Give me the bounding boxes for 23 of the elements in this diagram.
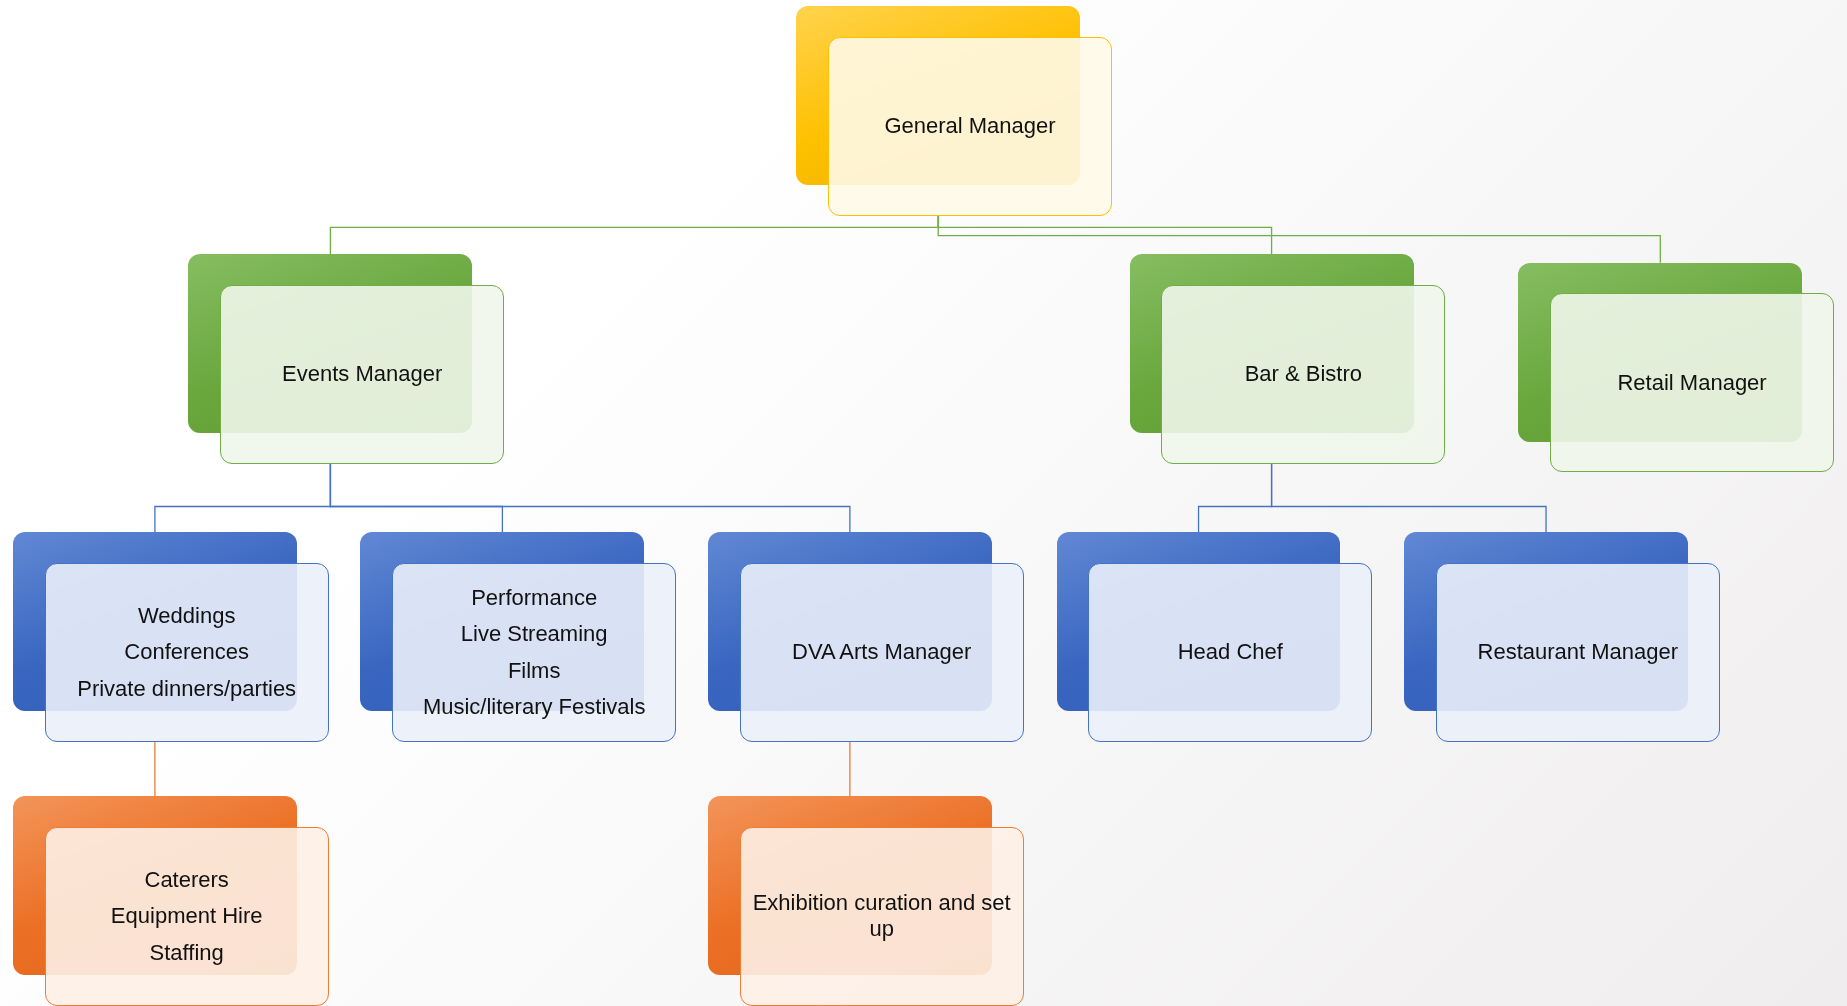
role-label: Music/literary Festivals xyxy=(422,693,646,721)
connector-line xyxy=(154,741,156,797)
role-label: Retail Manager xyxy=(1617,369,1767,396)
connector-line xyxy=(937,214,1661,264)
role-label: Performance xyxy=(471,584,598,612)
connector-line xyxy=(1270,463,1547,534)
role-label: Weddings xyxy=(137,602,236,630)
role-label: Events Manager xyxy=(282,361,443,388)
role-label: General Manager xyxy=(884,112,1056,140)
role-label: Head Chef xyxy=(1177,639,1283,666)
connector-line xyxy=(329,463,851,534)
role-label: Equipment Hire xyxy=(110,903,263,930)
role-label: Films xyxy=(507,657,561,684)
role-label: Restaurant Manager xyxy=(1477,639,1679,666)
role-label: Private dinners/parties xyxy=(77,675,297,703)
role-label: Bar & Bistro xyxy=(1244,361,1363,388)
role-label: Exhibition curation and set up xyxy=(751,890,1012,943)
role-label: DVA Arts Manager xyxy=(792,639,972,666)
role-label: Live Streaming xyxy=(460,621,608,648)
connector-line xyxy=(849,741,851,797)
role-label: Caterers xyxy=(144,866,229,894)
role-label: Conferences xyxy=(124,639,250,666)
role-label: Staffing xyxy=(149,939,224,966)
